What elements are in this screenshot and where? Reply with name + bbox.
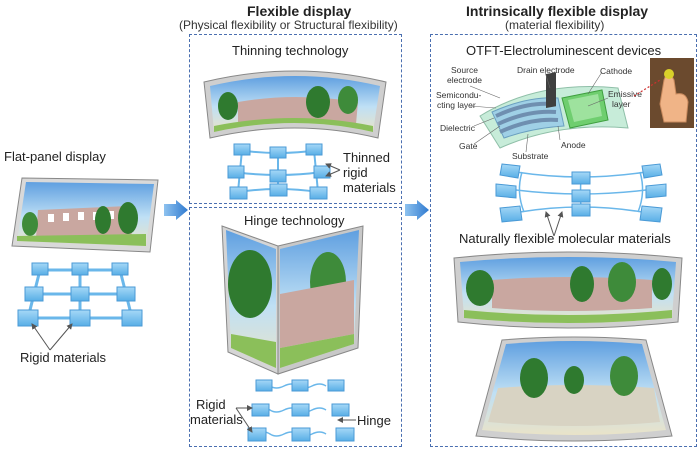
anode-label: Anode [561, 140, 586, 150]
emissive-layer-label-line1: Emissive [608, 89, 643, 99]
arrow-right-icon [405, 200, 429, 220]
flexible-display-subtitle: (Physical flexibility or Structural flex… [179, 18, 398, 32]
source-electrode-label-line2: electrode [447, 75, 482, 85]
rigid-materials-label: Rigid materials [20, 350, 106, 365]
flexible-screen-image-2 [475, 336, 673, 442]
emissive-layer-label-line2: layer [612, 99, 631, 109]
hinge-materials-grid [235, 379, 356, 442]
source-electrode-label-line1: Source [451, 65, 478, 75]
hinge-rigid-label-line1: Rigid [196, 397, 226, 412]
otft-device-illustration [479, 72, 629, 149]
cathode-label: Cathode [600, 66, 633, 76]
thinning-technology-title: Thinning technology [232, 43, 349, 58]
gate-label: Gate [459, 141, 478, 151]
flexible-display-title: Flexible display [247, 3, 352, 19]
arrow-right-icon [164, 200, 188, 220]
thinning-technology-panel [189, 34, 402, 204]
flat-panel-screen [11, 177, 159, 253]
thinned-materials-grid [227, 143, 341, 200]
intrinsic-display-subtitle: (material flexibility) [505, 18, 605, 32]
semiconducting-layer-label-line1: Semicondu- [436, 90, 482, 100]
device-label-leaders [469, 71, 609, 153]
semiconducting-layer-label-line2: cting layer [437, 100, 476, 110]
flexible-molecular-grid [495, 163, 667, 237]
substrate-label: Substrate [512, 151, 549, 161]
device-title: OTFT-Electroluminescent devices [466, 43, 662, 58]
hinge-technology-panel [189, 207, 402, 447]
folded-screen-image [221, 225, 364, 375]
thinned-label-line3: materials [343, 180, 396, 195]
flexible-screen-image-1 [453, 251, 683, 329]
finger-pointing-icon [633, 58, 694, 128]
molecular-materials-label: Naturally flexible molecular materials [459, 231, 671, 246]
hinge-label: Hinge [357, 413, 391, 428]
hinge-technology-title: Hinge technology [244, 213, 345, 228]
curved-screen-image [203, 70, 387, 139]
flat-panel-title: Flat-panel display [4, 149, 106, 164]
intrinsic-display-panel [430, 34, 697, 447]
thinned-label-line1: Thinned [343, 150, 390, 165]
intrinsic-display-title: Intrinsically flexible display [466, 3, 649, 19]
drain-electrode-label: Drain electrode [517, 65, 575, 75]
hinge-rigid-label-line2: materials [190, 412, 243, 427]
dielectric-label: Dielectric [440, 123, 475, 133]
thinned-label-line2: rigid [343, 165, 368, 180]
rigid-materials-grid [17, 262, 143, 351]
